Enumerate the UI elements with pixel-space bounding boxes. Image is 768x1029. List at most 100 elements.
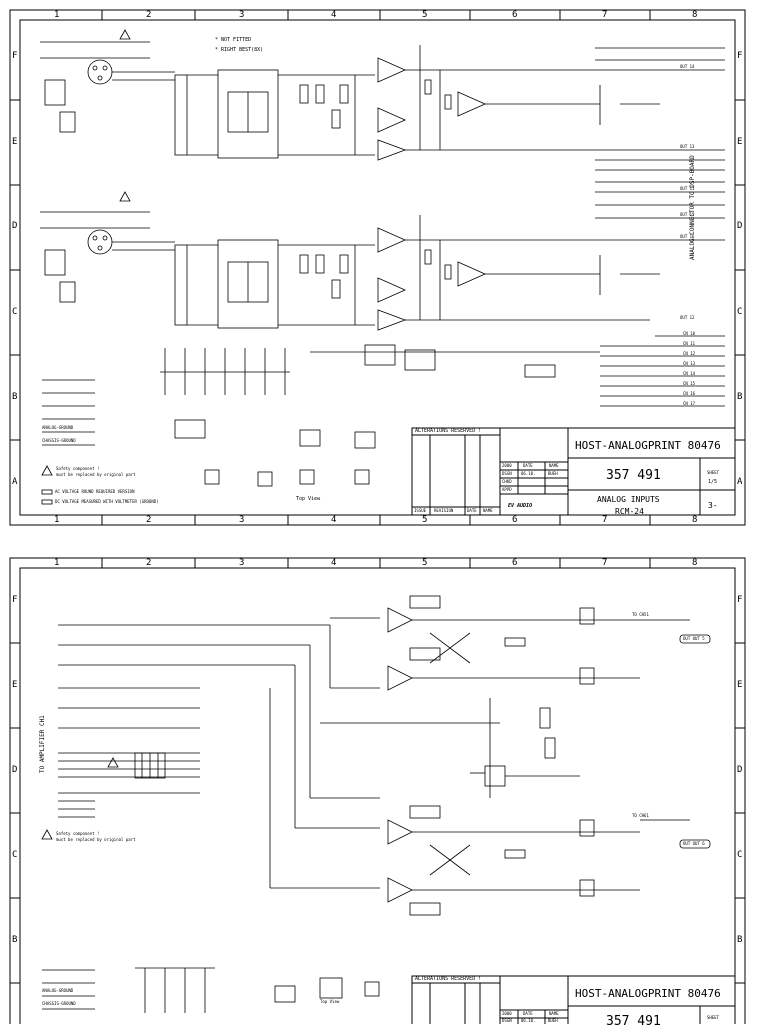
ground-label: ANALOG-GROUND — [42, 425, 74, 430]
drawing-description: ANALOG INPUTS — [597, 495, 660, 504]
model-name: RCM-24 — [615, 507, 644, 516]
name-label: NAME — [549, 1011, 559, 1016]
signal-label: CN 16 — [683, 391, 696, 396]
out-connector-label: OUT OUT 6 — [683, 841, 705, 846]
name-label: NAME — [549, 463, 559, 468]
signal-label: CN 15 — [683, 381, 696, 386]
grid-column-label: 6 — [512, 515, 518, 525]
grid-column-label: 8 — [692, 10, 698, 20]
grid-column-label: 7 — [602, 515, 608, 525]
drawn-date: 06.10. — [521, 1018, 536, 1023]
signal-label: CN 17 — [683, 401, 696, 406]
ground-label: CHASSIS-GROUND — [42, 1001, 76, 1006]
drawn-label: DSGN — [502, 471, 512, 476]
year: 2000 — [502, 1011, 512, 1016]
view-label: Top View — [296, 496, 321, 502]
signal-label: OUT 11 — [680, 186, 695, 191]
grid-row-label: C — [737, 307, 743, 317]
grid-column-label: 3 — [239, 558, 245, 568]
note-not-fitted: * NOT FITTED — [215, 37, 252, 43]
ground-label: CHASSIS-GROUND — [42, 438, 76, 443]
side-label: TO AMPLIFIER CH1 — [39, 715, 46, 773]
grid-column-label: 5 — [422, 558, 428, 568]
grid-column-label: 1 — [54, 558, 60, 568]
grid-row-label: B — [12, 935, 18, 945]
safety-note-line: must be replaced by original part — [56, 472, 136, 477]
date-label: DATE — [467, 508, 477, 513]
grid-row-label: A — [737, 477, 743, 487]
note-right-best: * RIGHT BEST(8X) — [215, 47, 264, 53]
grid-row-label: C — [12, 307, 18, 317]
signal-label: OUT 12 — [680, 315, 695, 320]
ground-label: ANALOG-GROUND — [42, 988, 74, 993]
voltage-note: DC VOLTAGE MEASURED WITH VOLTMETER (GROU… — [55, 499, 159, 504]
alterations-note: ALTERATIONS RESERVED ! — [415, 428, 482, 434]
grid-column-label: 3 — [239, 515, 245, 525]
grid-row-label: B — [737, 392, 743, 402]
signal-label: OUT 13 — [680, 144, 695, 149]
grid-row-label: E — [12, 137, 18, 147]
grid-column-label: 5 — [422, 10, 428, 20]
drawn-name: BUEH — [548, 471, 558, 476]
grid-column-label: 7 — [602, 10, 608, 20]
grid-row-label: D — [737, 765, 743, 775]
grid-row-label: C — [737, 850, 743, 860]
grid-column-label: 1 — [54, 515, 60, 525]
safety-note-line: must be replaced by original part — [56, 837, 136, 842]
side-label: ANALOG CONNECTOR TO DSP-BOARD — [689, 155, 696, 260]
view-label: Top View — [320, 999, 340, 1004]
issue-label: ISSUE — [414, 508, 427, 513]
grid-column-label: 2 — [146, 515, 152, 525]
drawing-title: HOST-ANALOGPRINT 80476 — [575, 439, 721, 452]
grid-column-label: 4 — [331, 515, 337, 525]
safety-note-line: Safety component ! — [56, 466, 100, 471]
revision-index: 3- — [708, 501, 718, 510]
grid-row-label: F — [12, 595, 18, 605]
drawn-name: BUEH — [548, 1018, 558, 1023]
alterations-note: ALTERATIONS RESERVED ! — [415, 976, 482, 982]
sheet-1-drawing — [9, 9, 746, 526]
sheet-number: 1/5 — [708, 479, 718, 485]
name-label: NAME — [483, 508, 493, 513]
drawing-title: HOST-ANALOGPRINT 80476 — [575, 987, 721, 1000]
grid-column-label: 3 — [239, 10, 245, 20]
out-connector-label: OUT OUT 5 — [683, 636, 705, 641]
grid-column-label: 2 — [146, 10, 152, 20]
grid-row-label: B — [12, 392, 18, 402]
grid-row-label: D — [12, 765, 18, 775]
grid-column-label: 1 — [54, 10, 60, 20]
grid-column-label: 4 — [331, 10, 337, 20]
checked-label: CHKD — [502, 479, 512, 484]
drawn-label: DSGN — [502, 1018, 512, 1023]
date-label: DATE — [523, 1011, 533, 1016]
schematic-sheet-1: 1 2 3 4 5 6 7 8 1 2 3 4 5 6 7 8 F E D C … — [9, 9, 746, 526]
grid-column-label: 7 — [602, 558, 608, 568]
revision-label: REVISION — [434, 508, 454, 513]
grid-row-label: B — [737, 935, 743, 945]
grid-column-label: 8 — [692, 558, 698, 568]
sheet-label: SHEET — [707, 1015, 720, 1020]
grid-column-label: 6 — [512, 10, 518, 20]
grid-row-label: D — [737, 221, 743, 231]
safety-note-line: Safety component ! — [56, 831, 100, 836]
output-label: TO CH61 — [632, 813, 649, 818]
company-logo: EV AUDIO — [508, 503, 533, 509]
signal-label: CN 13 — [683, 361, 696, 366]
grid-row-label: F — [12, 51, 18, 61]
grid-column-label: 8 — [692, 515, 698, 525]
voltage-note: AC VOLTAGE ROUND REQUIRED VERSION — [55, 489, 135, 494]
signal-label: CN 11 — [683, 341, 696, 346]
signal-label: CN 12 — [683, 351, 696, 356]
grid-column-label: 5 — [422, 515, 428, 525]
grid-row-label: C — [12, 850, 18, 860]
grid-column-label: 4 — [331, 558, 337, 568]
drawn-date: 06.10. — [521, 471, 536, 476]
signal-label: CN 10 — [683, 331, 696, 336]
grid-row-label: F — [737, 51, 743, 61]
output-label: TO CH51 — [632, 612, 649, 617]
signal-label: CN 14 — [683, 371, 696, 376]
drawing-number: 357 491 — [606, 468, 661, 483]
grid-column-label: 2 — [146, 558, 152, 568]
grid-row-label: F — [737, 595, 743, 605]
grid-row-label: D — [12, 221, 18, 231]
